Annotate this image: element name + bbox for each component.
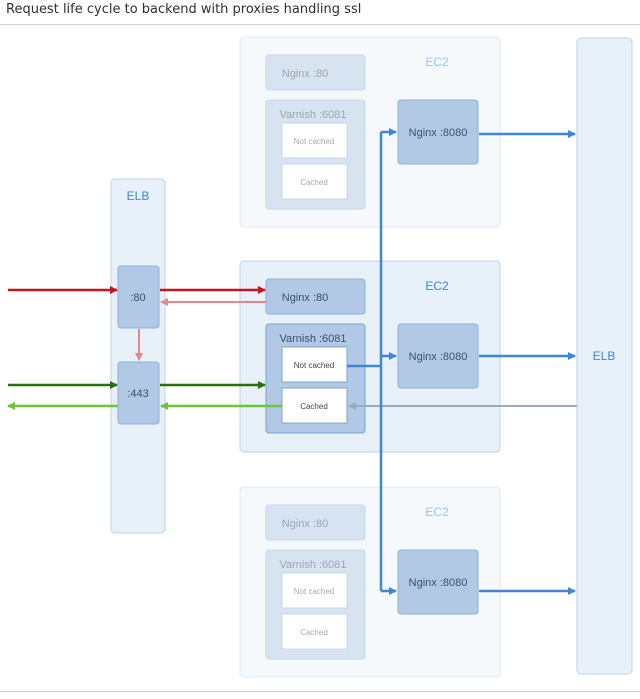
nginx8080-top-label: Nginx :8080	[409, 127, 468, 139]
cached-bot-label: Cached	[300, 628, 328, 637]
notcached-bot-box	[281, 572, 348, 609]
nginx80-bot-box	[265, 504, 366, 541]
nginx8080-bot-box	[397, 549, 479, 615]
cached-top-label: Cached	[300, 178, 328, 187]
nginx8080-mid-label: Nginx :8080	[409, 351, 468, 363]
page-title: Request life cycle to backend with proxi…	[6, 2, 362, 17]
port443-box	[117, 361, 160, 425]
nginx80-bot-label: Nginx :80	[282, 518, 328, 530]
port80-box	[117, 265, 160, 329]
notcached-mid-label: Not cached	[294, 361, 334, 370]
title-divider	[0, 24, 640, 25]
nginx8080-bot-label: Nginx :8080	[409, 577, 468, 589]
nginx80-top-box	[265, 54, 366, 91]
cached-bot-box	[281, 613, 348, 650]
elb-left-label: ELB	[127, 189, 150, 203]
ec2-bot-group: EC2 Nginx :80 Varnish :6081 Not cached C…	[239, 486, 501, 678]
port443-label: :443	[127, 388, 148, 400]
ec2-top-group: EC2 Nginx :80 Varnish :6081 Not cached C…	[239, 36, 501, 228]
elb-right-label: ELB	[593, 349, 616, 363]
nginx80-top-label: Nginx :80	[282, 68, 328, 80]
varnish-top-label: Varnish :6081	[279, 109, 346, 121]
notcached-mid-box	[281, 346, 348, 383]
bottom-divider	[0, 691, 640, 692]
elb-right-box	[576, 37, 633, 675]
cached-top-box	[281, 163, 348, 200]
ec2-mid-group: EC2 Nginx :80 Varnish :6081 Not cached C…	[239, 260, 501, 453]
ec2-bot-label: EC2	[425, 505, 449, 519]
cached-mid-label: Cached	[300, 402, 328, 411]
nginx80-mid-label: Nginx :80	[282, 292, 328, 304]
nginx80-mid-box	[265, 278, 366, 315]
ec2-top-label: EC2	[425, 55, 449, 69]
port80-label: :80	[130, 292, 145, 304]
notcached-top-label: Not cached	[294, 137, 334, 146]
varnish-mid-label: Varnish :6081	[279, 333, 346, 345]
notcached-bot-label: Not cached	[294, 587, 334, 596]
notcached-top-box	[281, 122, 348, 159]
ec2-mid-label: EC2	[425, 279, 449, 293]
nginx8080-top-box	[397, 99, 479, 165]
varnish-bot-label: Varnish :6081	[279, 559, 346, 571]
nginx8080-mid-box	[397, 323, 479, 389]
